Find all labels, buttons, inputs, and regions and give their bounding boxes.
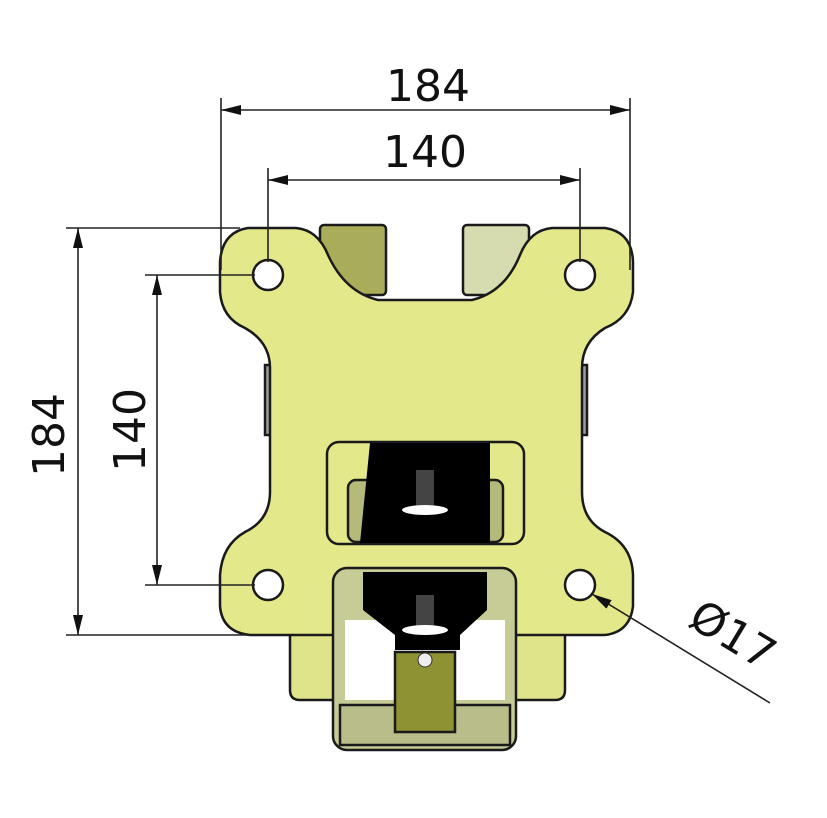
dim-left-inner: 140 [105, 388, 156, 472]
mounting-hole-bottom-left [251, 568, 285, 602]
dim-top-inner: 140 [383, 127, 467, 178]
dim-hole-diameter: Ø17 [680, 590, 784, 680]
coupling-window [325, 440, 526, 546]
dim-left-outer: 184 [24, 393, 75, 477]
mounting-hole-top-right [563, 258, 597, 292]
dim-top-outer: 184 [386, 61, 470, 112]
lower-bracket [331, 566, 518, 752]
mounting-plate [218, 226, 635, 637]
mounting-hole-bottom-right [563, 568, 597, 602]
dimension-lines [66, 98, 771, 704]
mounting-hole-top-left [251, 258, 285, 292]
